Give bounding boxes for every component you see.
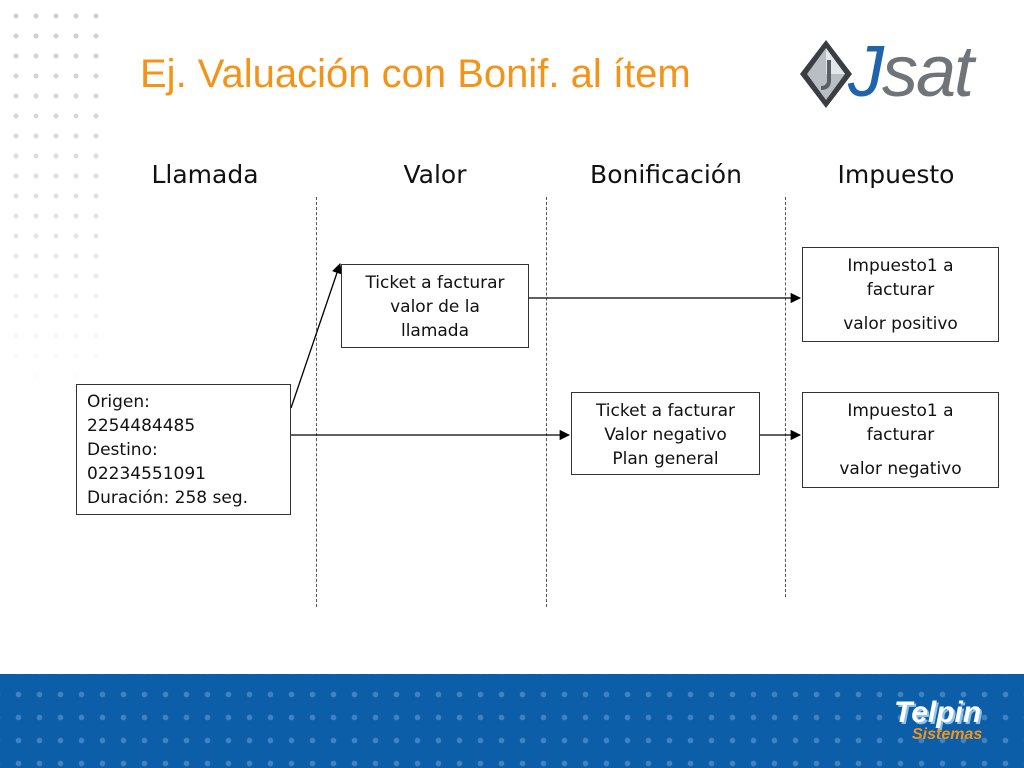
tax-negative-line: Impuesto1 a xyxy=(847,401,954,421)
column-header-valor: Valor xyxy=(403,160,467,189)
tax-negative-line: facturar xyxy=(866,425,935,445)
ticket-discount-line: Valor negativo xyxy=(604,425,727,445)
telpin-subtitle: Sistemas xyxy=(912,726,983,743)
tax-positive-line: facturar xyxy=(866,280,935,300)
jsat-logo: Jsat xyxy=(796,32,1006,114)
column-header-llamada: Llamada xyxy=(151,160,259,189)
call-duration: Duración: 258 seg. xyxy=(87,488,249,508)
column-divider xyxy=(546,197,547,607)
column-header-bonificacion: Bonificación xyxy=(590,160,742,189)
call-destination-number: 02234551091 xyxy=(87,464,206,484)
jsat-wordmark: Jsat xyxy=(848,32,974,112)
telpin-logo: Telpin Sistemas xyxy=(892,696,1007,748)
call-destination-label: Destino: xyxy=(87,440,158,460)
slide-title: Ej. Valuación con Bonif. al ítem xyxy=(140,52,691,96)
ticket-value-line: Ticket a facturar xyxy=(365,273,505,293)
call-origin-number: 2254484485 xyxy=(87,416,196,436)
ticket-discount-line: Ticket a facturar xyxy=(595,401,736,421)
column-header-impuesto: Impuesto xyxy=(837,160,955,189)
telpin-wordmark: Telpin xyxy=(894,696,982,729)
dot-pattern-decoration xyxy=(0,0,110,390)
column-divider xyxy=(316,197,317,607)
footer-band xyxy=(0,674,1024,768)
column-divider xyxy=(785,197,786,597)
jsat-diamond-icon xyxy=(800,40,852,108)
ticket-value-line: valor de la xyxy=(390,297,480,317)
tax-negative-value: valor negativo xyxy=(839,459,962,479)
tax-positive-value: valor positivo xyxy=(843,314,958,334)
ticket-discount-box: Ticket a facturar Valor negativo Plan ge… xyxy=(571,392,760,475)
call-origin-label: Origen: xyxy=(87,392,150,412)
call-details-box: Origen: 2254484485 Destino: 02234551091 … xyxy=(76,384,291,515)
ticket-discount-line: Plan general xyxy=(612,449,719,469)
tax-positive-box: Impuesto1 a facturar valor positivo xyxy=(802,247,999,342)
ticket-value-box: Ticket a facturar valor de la llamada xyxy=(341,264,529,348)
ticket-value-line: llamada xyxy=(400,321,470,341)
tax-positive-line: Impuesto1 a xyxy=(847,256,954,276)
tax-negative-box: Impuesto1 a facturar valor negativo xyxy=(802,392,999,488)
